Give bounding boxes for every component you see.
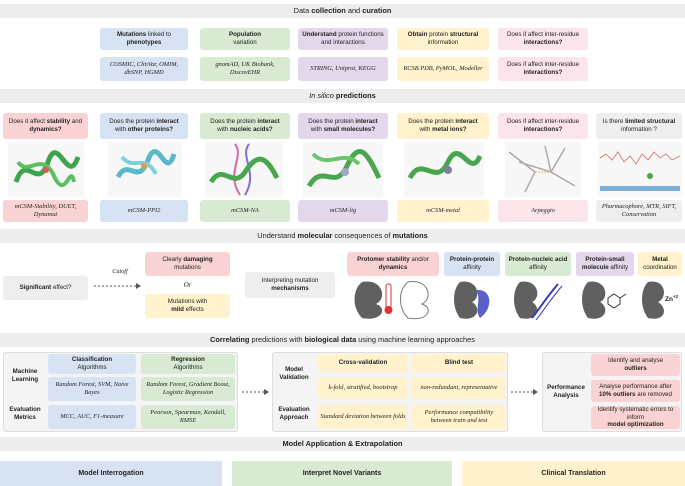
stability-question: Does it affect stability and dynamics? <box>3 113 88 139</box>
bt-eval: Performance compatibility between train … <box>412 405 506 429</box>
section-d-title: Correlating predictions with biological … <box>0 333 685 347</box>
model-validation-label: Model Validation <box>279 366 309 381</box>
mech-stability-box: Protomer stability and/or dynamics <box>347 252 439 276</box>
mech-lig-box: Protein-small molecule affinity <box>576 252 634 276</box>
arpeggio-question: Does if affect inter-residue interaction… <box>498 113 588 139</box>
interactions-box-a2: Does if affect inter-residue interaction… <box>498 57 588 81</box>
interactions-box-a1: Does if affect inter-residue interaction… <box>498 28 588 50</box>
stability-structure-image <box>8 142 84 197</box>
cv-list: k-fold, stratified, bootstrap <box>318 377 408 399</box>
mild-box: Mutations with mild effects <box>145 294 230 318</box>
tool-ppi2: mCSM-PPI2 <box>100 200 188 222</box>
performance-analysis-label: Performance Analysis <box>547 384 585 399</box>
tool-conservation: Pharmacophore, MTR, SIFT, Conservation <box>596 200 682 222</box>
ppi-structure-image <box>108 142 182 197</box>
mech-metal-box: Metal coordination <box>638 252 682 276</box>
function-sources-box: STRING, Uniprot, KEGG <box>298 57 388 81</box>
metal-structure-image <box>404 142 484 197</box>
section-e-title: Model Application & Extrapolation <box>0 437 685 451</box>
model-interrogation-box: Model Interrogation <box>0 461 222 486</box>
cutoff-label: Cutoff <box>112 268 128 275</box>
na-glyph <box>514 281 563 321</box>
conservation-plot-image <box>598 142 682 197</box>
section-a-title: Data collection and curation <box>0 4 685 18</box>
metal-glyph <box>642 281 664 319</box>
limited-structure-question: Is there limited structural information … <box>596 113 682 139</box>
classification-metrics: MCC, AUC, F1-measure <box>48 405 136 429</box>
tool-lig: mCSM-lig <box>298 200 388 222</box>
cv-eval: Standard deviation between folds <box>318 405 408 429</box>
or-label: Or <box>183 281 192 289</box>
mutation-sources-box: COSMIC, ClinVar, OMIM, dbSNP, HGMD <box>100 57 188 81</box>
mutations-phenotypes-box: Mutations linked to phenotypes <box>100 28 188 50</box>
damaging-box: Clearly damaging mutations <box>145 252 230 276</box>
stability-glyph <box>354 281 429 320</box>
mech-na-box: Protein-nucleic acid affinity <box>505 252 571 276</box>
outliers-box: Identify and analyse outliers <box>591 354 680 376</box>
regression-list: Random Forest, Gradient Boost, Logistic … <box>141 377 235 401</box>
metal-question: Does the protein interact with metal ion… <box>397 113 489 139</box>
performance-after-box: Analyse performance after 10% outliers a… <box>591 380 680 402</box>
lig-structure-image <box>303 142 383 197</box>
lig-question: Does the protein interact with small mol… <box>298 113 388 139</box>
interpret-variants-box: Interpret Novel Variants <box>232 461 452 486</box>
ppi-question: Does the protein interact with other pro… <box>100 113 188 139</box>
population-sources-box: gnomAD, UK Biobank, DiscovEHR <box>200 57 290 81</box>
na-structure-image <box>205 142 283 197</box>
classification-box: Classification Algorithms <box>48 354 136 374</box>
ppi-glyph <box>454 281 490 319</box>
section-c-title: Understand molecular consequences of mut… <box>0 229 685 243</box>
eval-metrics-label: Evaluation Metrics <box>9 406 41 421</box>
zn-label: Zn+2 <box>665 294 679 304</box>
tool-na: mCSM-NA <box>200 200 290 222</box>
lig-glyph <box>582 281 627 319</box>
regression-box: Regression Algorithms <box>141 354 235 374</box>
arpeggio-structure-image <box>505 142 581 197</box>
interpreting-box: Interpreting mutation mechanisms <box>245 272 335 298</box>
regression-metrics: Pearson, Spearman, Kendall, RMSE <box>141 405 235 429</box>
clinical-translation-box: Clinical Translation <box>462 461 685 486</box>
cutoff-arrow <box>94 283 141 289</box>
systematic-errors-box: Identify systematic errors to inform mod… <box>591 406 680 429</box>
structure-box: Obtain protein structural information <box>397 28 489 50</box>
validation-arrow <box>511 389 538 395</box>
structure-sources-box: RCSB PDB, PyMOL, Modeller <box>397 57 489 81</box>
section-b-title: In silico predictions <box>0 89 685 103</box>
ml-label: Machine Learning <box>11 368 39 383</box>
protein-function-box: Understand protein functions and interac… <box>298 28 388 50</box>
na-question: Does the protein interact with nucleic a… <box>200 113 290 139</box>
blind-test-box: Blind test <box>412 354 506 372</box>
tool-arpeggio: Arpeggio <box>498 200 588 222</box>
bt-list: non-redundant, representative <box>412 377 506 399</box>
significant-effect-box: Significant effect? <box>3 276 88 300</box>
evaluation-approach-label: Evaluation Approach <box>278 406 310 421</box>
tool-stability: mCSM-Stability, DUET, Dynamut <box>3 200 88 222</box>
population-box: Population variation <box>200 28 290 50</box>
mech-ppi-box: Protein-protein affinity <box>444 252 500 276</box>
cross-validation-box: Cross-validation <box>318 354 408 372</box>
ml-arrow <box>242 389 269 395</box>
classification-list: Random Forest, SVM, Naive Bayes <box>48 377 136 401</box>
tool-metal: mCSM-metal <box>397 200 489 222</box>
